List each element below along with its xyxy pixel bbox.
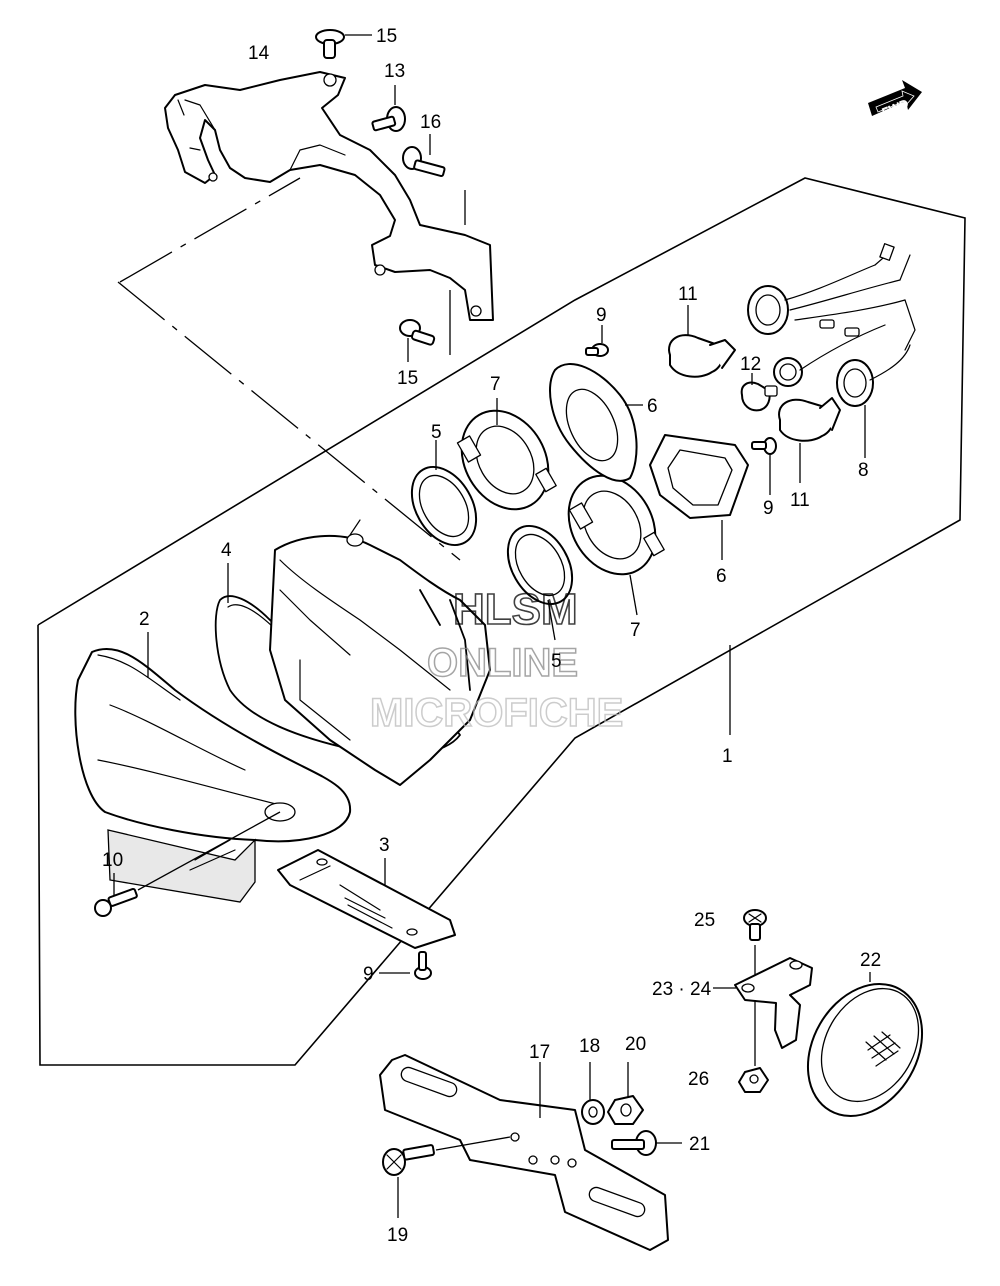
socket-harness-8 [747, 243, 916, 458]
callout-7-upper: 7 [490, 374, 501, 395]
callout-2: 2 [139, 609, 150, 630]
callout-13: 13 [384, 61, 405, 82]
screw-19 [382, 1136, 511, 1218]
nut-20 [607, 1062, 644, 1125]
bulb-11-lower [778, 397, 841, 483]
reflector-22 [806, 972, 924, 1117]
assembly-frame [37, 177, 966, 1066]
callout-10: 10 [102, 850, 123, 871]
screw-15-top [315, 29, 372, 59]
callout-5-lower: 5 [551, 651, 562, 672]
callout-3: 3 [379, 835, 390, 856]
callout-12: 12 [740, 354, 761, 375]
holder-7-lower [567, 474, 665, 616]
callout-9-upper: 9 [596, 305, 607, 326]
callout-11-upper: 11 [678, 284, 698, 305]
callout-4: 4 [221, 540, 232, 561]
callout-8: 8 [858, 460, 869, 481]
callout-25: 25 [694, 910, 715, 931]
ring-5-upper [410, 440, 478, 546]
callout-1: 1 [722, 746, 733, 767]
callout-21: 21 [689, 1134, 710, 1155]
callout-labels: 1 2 3 4 5 5 6 6 7 7 8 9 9 9 10 11 11 12 … [102, 26, 881, 1246]
screw-16 [402, 134, 446, 178]
ring-5-lower [506, 525, 574, 641]
nut-26 [738, 1000, 769, 1093]
bracket-14 [164, 71, 494, 321]
callout-11-lower: 11 [790, 490, 810, 511]
watermark: HLSM ONLINE MICROFICHE [369, 584, 624, 736]
callout-14: 14 [248, 43, 270, 64]
screw-13 [371, 85, 406, 132]
gasket-6-lower [649, 434, 749, 560]
watermark-line-2: ONLINE [427, 641, 578, 685]
screw-25 [743, 909, 767, 975]
callout-9-right: 9 [763, 498, 774, 519]
callout-6-lower: 6 [716, 566, 727, 587]
screw-9-bottom [379, 951, 432, 980]
screw-10 [94, 811, 281, 917]
holder-7-upper [456, 398, 557, 511]
callout-19: 19 [387, 1225, 408, 1246]
callout-23-24: 23 · 24 [652, 979, 712, 1000]
screw-9-right [751, 437, 777, 495]
callout-22: 22 [860, 950, 881, 971]
washer-18 [581, 1062, 605, 1125]
callout-15-top: 15 [376, 26, 397, 47]
bracket-17 [379, 1054, 669, 1251]
fwd-arrow-icon: FWD [868, 80, 922, 119]
callout-5-upper: 5 [431, 422, 442, 443]
housing-1 [269, 519, 491, 786]
bulb-11-upper [668, 305, 736, 378]
callout-17: 17 [529, 1042, 550, 1063]
callout-7-lower: 7 [630, 620, 641, 641]
watermark-line-3: MICROFICHE [370, 691, 623, 735]
callout-18: 18 [579, 1036, 600, 1057]
callout-15-bottom: 15 [397, 368, 418, 389]
callout-16: 16 [420, 112, 441, 133]
callout-26: 26 [688, 1069, 709, 1090]
screw-15-bottom [399, 319, 436, 362]
bracket-23-24 [713, 957, 813, 1049]
bulb-12 [740, 373, 778, 412]
plate-3 [277, 849, 456, 949]
callout-9-bottom: 9 [363, 964, 374, 985]
callout-20: 20 [625, 1034, 646, 1055]
bolt-21 [611, 1130, 682, 1156]
callout-6-upper: 6 [647, 396, 658, 417]
gasket-6-upper [549, 363, 643, 482]
screw-9-upper [585, 325, 609, 357]
watermark-line-1: HLSM [453, 585, 578, 634]
